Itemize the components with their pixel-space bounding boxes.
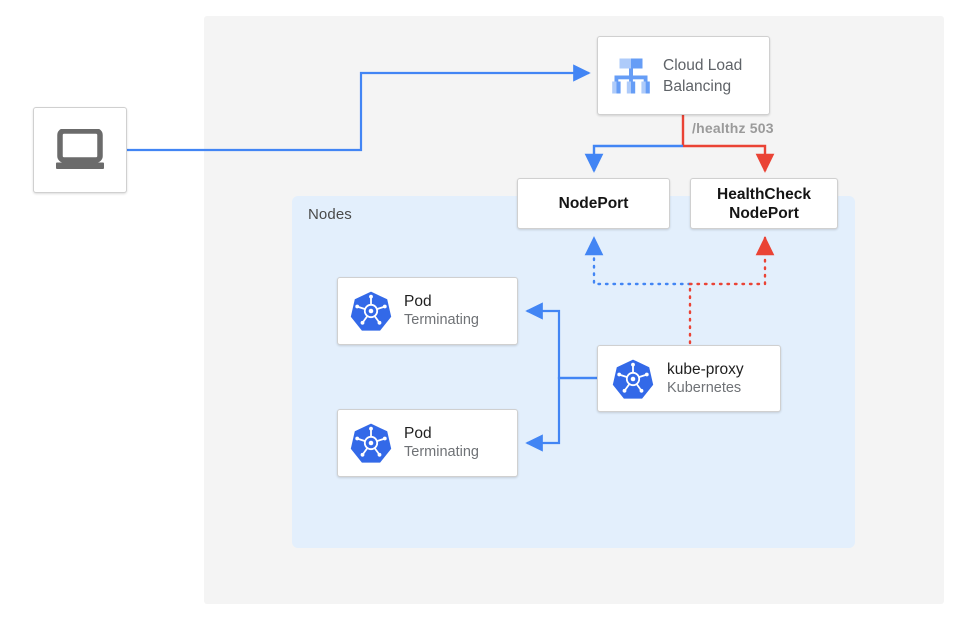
nodeport-label: NodePort [558, 195, 629, 212]
healthz-edge-label: /healthz 503 [692, 120, 774, 136]
kube-proxy-title: kube-proxy [667, 360, 744, 378]
pod-node-1[interactable]: Pod Terminating [337, 277, 518, 345]
kube-proxy-subtitle: Kubernetes [667, 379, 742, 396]
cloud-load-balancing-icon [610, 56, 652, 96]
laptop-icon [54, 129, 106, 171]
pod-title: Pod [404, 425, 432, 442]
client-laptop-node[interactable] [33, 107, 127, 193]
healthcheck-nodeport-service-node[interactable]: HealthCheck NodePort [690, 178, 838, 229]
pod-node-2[interactable]: Pod Terminating [337, 409, 518, 477]
kube-proxy-node[interactable]: kube-proxy Kubernetes [597, 345, 781, 412]
nodeport-service-node[interactable]: NodePort [517, 178, 670, 229]
healthcheck-nodeport-label: HealthCheck NodePort [717, 185, 811, 222]
pod-status: Terminating [404, 444, 479, 460]
kubernetes-icon [350, 290, 392, 332]
cloud-load-balancing-label: Cloud Load Balancing [663, 56, 743, 95]
kubernetes-icon [612, 358, 654, 400]
kubernetes-icon [350, 422, 392, 464]
pod-status: Terminating [404, 312, 479, 328]
cloud-load-balancing-node[interactable]: Cloud Load Balancing [597, 36, 770, 115]
pod-title: Pod [404, 293, 432, 310]
nodes-panel-label: Nodes [308, 206, 352, 223]
